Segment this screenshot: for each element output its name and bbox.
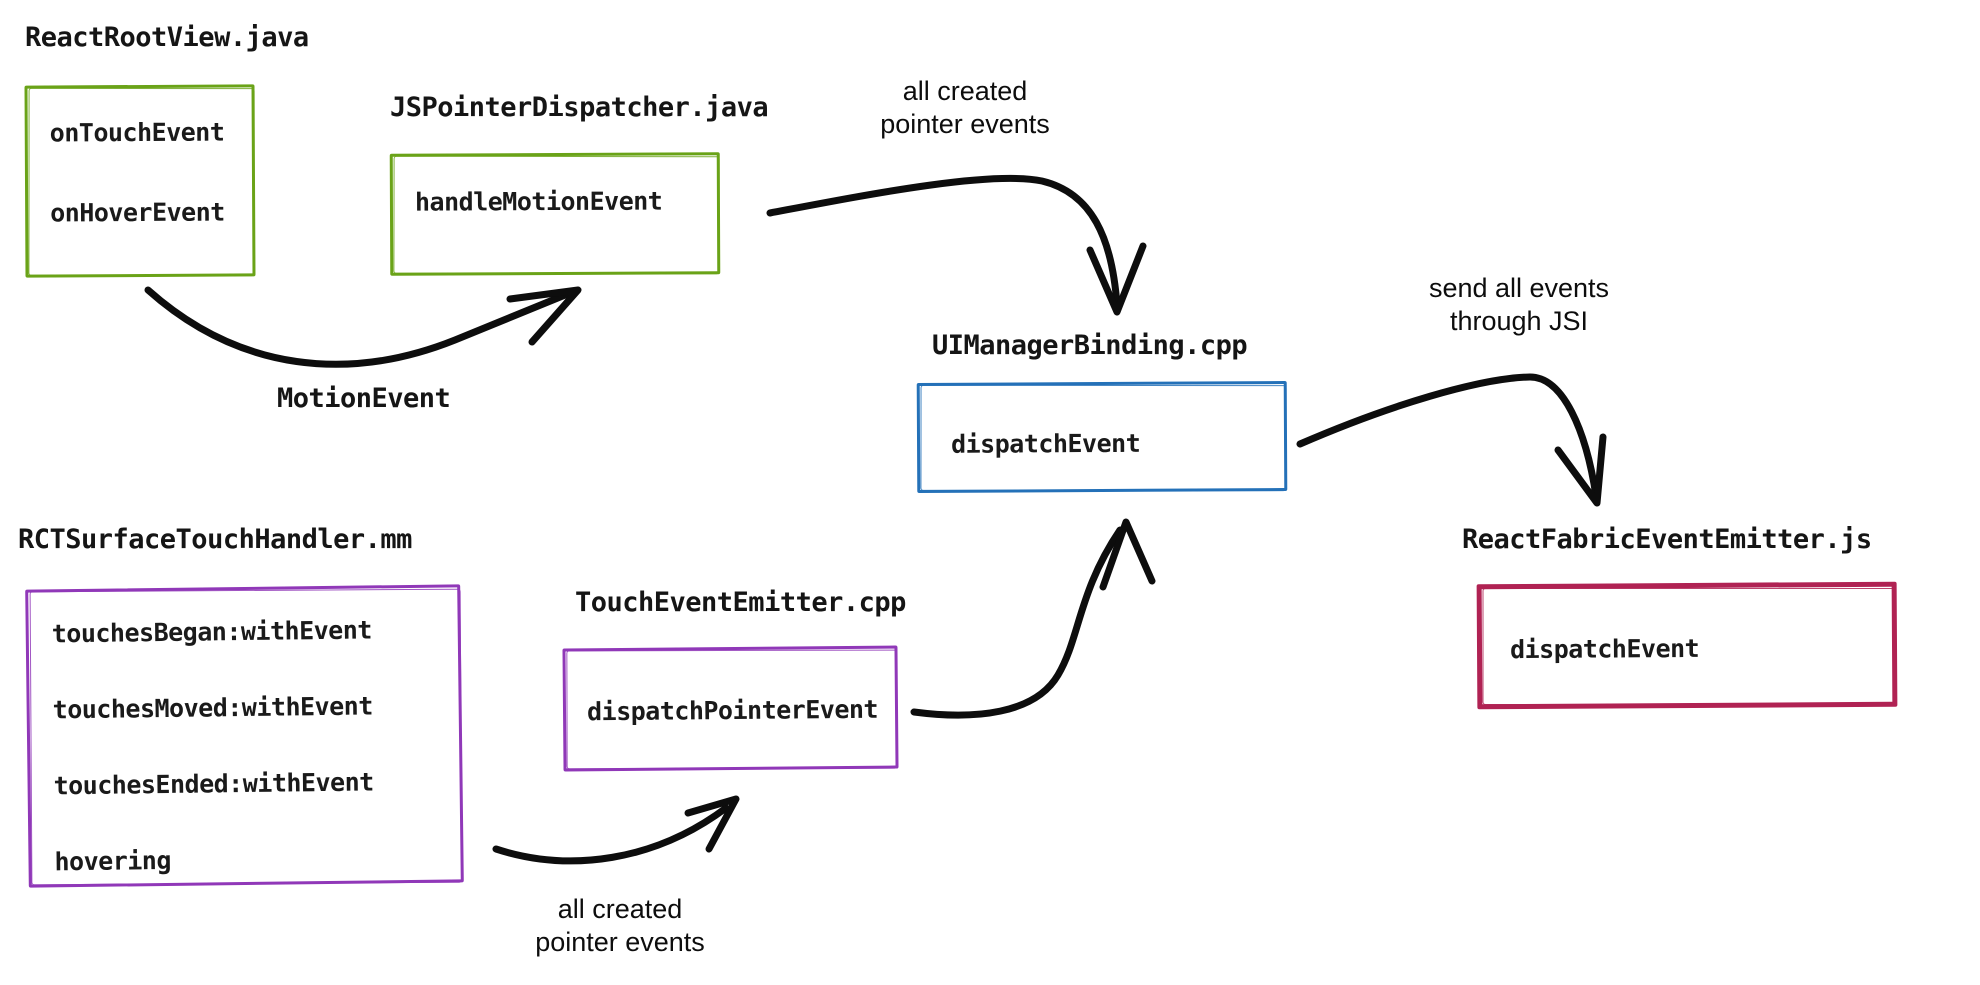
box-touch-event-emitter: dispatchPointerEvent bbox=[562, 645, 899, 772]
method-touches-moved: touchesMoved:withEvent bbox=[52, 691, 373, 725]
box-js-pointer-dispatcher: handleMotionEvent bbox=[389, 152, 721, 276]
box-react-root-view: onTouchEvent onHoverEvent bbox=[24, 84, 256, 278]
edge-label-line: send all events bbox=[1428, 273, 1610, 303]
arrow-pointer-events-ios bbox=[492, 804, 730, 865]
edge-label-send-through-jsi: send all events through JSI bbox=[1389, 272, 1649, 338]
method-dispatch-pointer-event: dispatchPointerEvent bbox=[586, 694, 879, 727]
arrowhead-send-through-jsi bbox=[1554, 433, 1607, 507]
method-dispatch-event-emitter: dispatchEvent bbox=[1509, 633, 1700, 665]
edge-label-line: all created bbox=[902, 76, 1028, 106]
edge-label-line: pointer events bbox=[880, 109, 1050, 139]
arrow-motion-event bbox=[144, 286, 574, 368]
file-title-rct-surface-touch-handler: RCTSurfaceTouchHandler.mm bbox=[18, 524, 412, 555]
edge-label-pointer-events-android: all created pointer events bbox=[845, 75, 1085, 141]
box-react-fabric-event-emitter: dispatchEvent bbox=[1476, 581, 1898, 710]
file-title-react-fabric-event-emitter: ReactFabricEventEmitter.js bbox=[1462, 524, 1872, 555]
arrow-send-through-jsi bbox=[1296, 373, 1600, 500]
file-title-ui-manager-binding: UIManagerBinding.cpp bbox=[932, 330, 1248, 361]
arrowhead-pointer-events-ios bbox=[684, 795, 740, 853]
arrowhead-pointer-events-android bbox=[1086, 242, 1147, 316]
edge-label-line: all created bbox=[557, 894, 683, 924]
arrowhead-dispatch-pointer-to-binding bbox=[1099, 518, 1156, 591]
file-title-touch-event-emitter: TouchEventEmitter.cpp bbox=[575, 587, 906, 618]
box-rct-surface-touch-handler: touchesBegan:withEvent touchesMoved:with… bbox=[25, 584, 464, 888]
method-dispatch-event-binding: dispatchEvent bbox=[950, 428, 1141, 459]
box-ui-manager-binding: dispatchEvent bbox=[916, 381, 1288, 493]
method-on-hover-event: onHoverEvent bbox=[50, 197, 225, 228]
edge-label-pointer-events-ios: all created pointer events bbox=[500, 893, 740, 959]
arrow-dispatch-pointer-to-binding bbox=[910, 526, 1124, 719]
edge-label-motion-event: MotionEvent bbox=[277, 383, 451, 414]
method-hovering: hovering bbox=[54, 845, 172, 877]
arrow-pointer-events-android bbox=[766, 174, 1121, 309]
method-handle-motion-event: handleMotionEvent bbox=[414, 186, 663, 217]
method-touches-ended: touchesEnded:withEvent bbox=[53, 767, 374, 801]
edge-label-line: through JSI bbox=[1449, 306, 1589, 336]
edge-label-line: pointer events bbox=[535, 927, 705, 957]
file-title-js-pointer-dispatcher: JSPointerDispatcher.java bbox=[390, 92, 769, 123]
file-title-react-root-view: ReactRootView.java bbox=[25, 22, 309, 53]
method-touches-began: touchesBegan:withEvent bbox=[51, 615, 373, 649]
arrowhead-motion-event bbox=[506, 286, 582, 346]
method-on-touch-event: onTouchEvent bbox=[49, 117, 225, 148]
